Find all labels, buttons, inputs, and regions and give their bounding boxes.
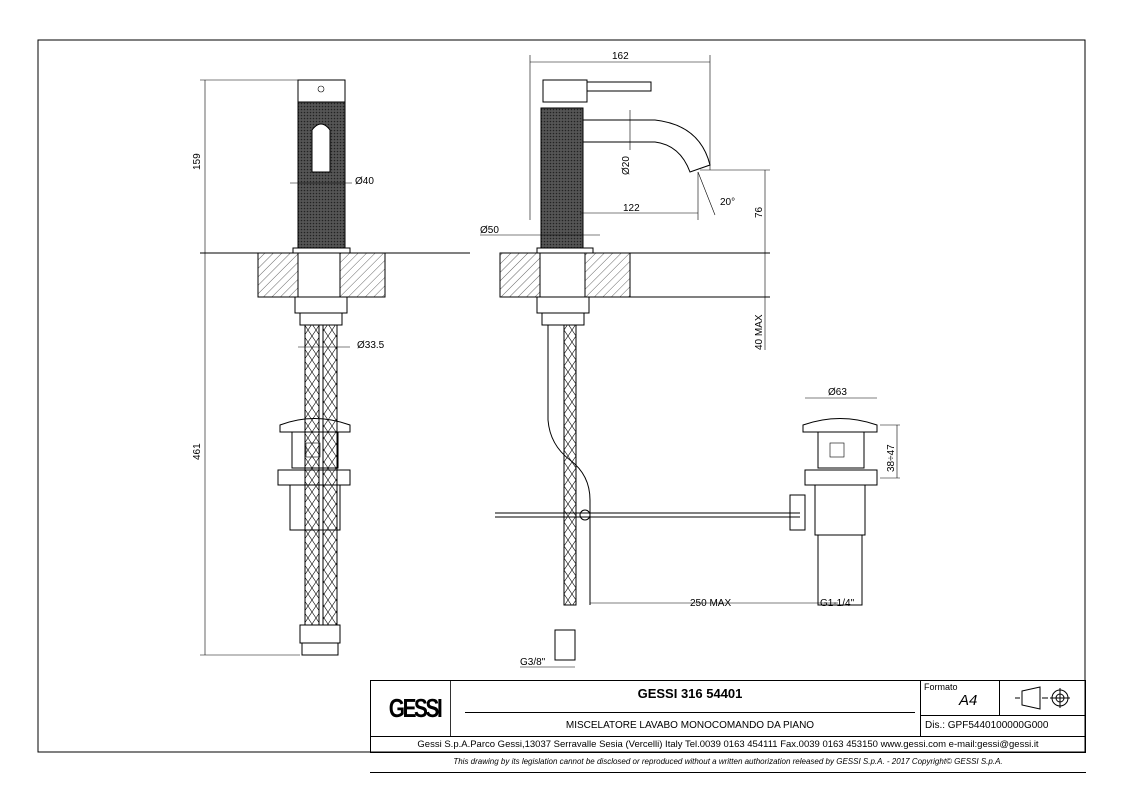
dim-461: 461 (192, 443, 203, 460)
dim-40-max: 40 MAX (754, 314, 765, 350)
dim-g3-8: G3/8" (520, 657, 546, 668)
title-block (370, 680, 1086, 737)
side-view: 162 Ø20 122 20° 76 Ø50 40 MAX 250 MAX G3… (480, 51, 838, 668)
front-view: 159 461 Ø40 Ø33.5 (192, 79, 470, 656)
format-cell: Formato A4 (920, 680, 1000, 716)
product-code: GESSI 316 54401 (637, 686, 743, 701)
dim-angle-20: 20° (720, 197, 735, 208)
dim-diameter-50: Ø50 (480, 225, 499, 236)
dim-diameter-33-5: Ø33.5 (357, 340, 385, 351)
format-label: Formato (924, 682, 958, 692)
dim-76: 76 (754, 206, 765, 218)
dim-g1-1-4: G1-1/4" (820, 598, 855, 609)
dim-162: 162 (612, 51, 629, 62)
company-address: Gessi S.p.A.Parco Gessi,13037 Serravalle… (370, 737, 1086, 753)
product-description: MISCELATORE LAVABO MONOCOMANDO DA PIANO (565, 720, 815, 731)
dim-159: 159 (192, 153, 203, 170)
dim-38-47: 38÷47 (886, 444, 897, 472)
gessi-logo: GESSI (379, 680, 451, 737)
projection-symbol-icon (1000, 680, 1085, 716)
format-value: A4 (959, 692, 978, 709)
popup-waste-view: Ø63 38÷47 G1-1/4" (789, 387, 900, 609)
dim-122: 122 (623, 203, 640, 214)
dim-diameter-40: Ø40 (355, 176, 374, 187)
copyright-disclaimer: This drawing by its legislation cannot b… (370, 757, 1086, 773)
dim-diameter-63: Ø63 (828, 387, 847, 398)
drawing-number: Dis.: GPF5440100000G000 (925, 720, 1049, 731)
dim-diameter-20: Ø20 (621, 156, 632, 175)
dim-250-max: 250 MAX (690, 598, 731, 609)
